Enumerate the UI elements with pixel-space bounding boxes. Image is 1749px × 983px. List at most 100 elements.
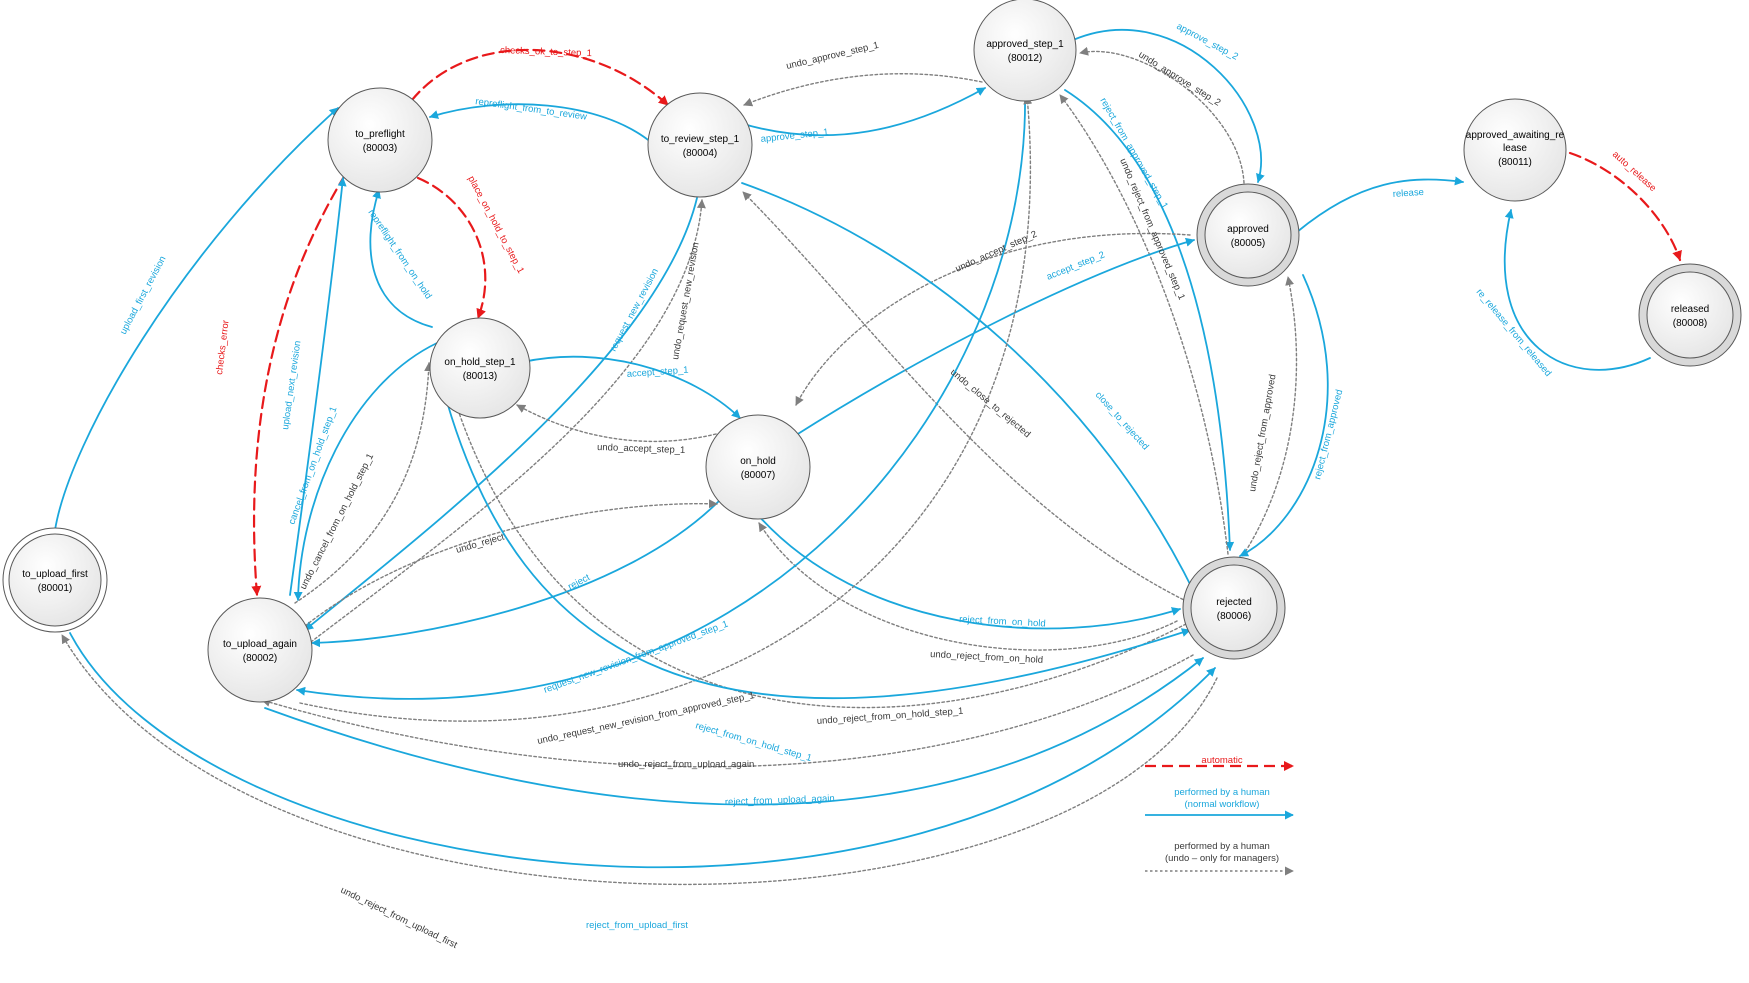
edge-request-new-revision-from-approved-step-1 [296, 93, 1026, 700]
edge-upload-first-revision [54, 107, 339, 531]
state-on-hold-step-1[interactable]: on_hold_step_1 (80013) [429, 317, 531, 419]
label-place-on-hold-to-step-1: place_on_hold_to_step_1 [465, 174, 526, 275]
state-code: (80013) [463, 371, 497, 382]
state-approved-awaiting-release[interactable]: approved_awaiting_re lease (80011) [1463, 98, 1567, 202]
state-code: (80002) [243, 653, 277, 664]
edge-reject-from-on-hold [756, 513, 1181, 630]
label-repreflight-from-to-review: repreflight_from_to_review [475, 96, 588, 123]
edge-undo-reject-from-on-hold-step-1 [451, 394, 1187, 709]
edge-undo-request-new-revision [306, 199, 706, 646]
legend: automatic performed by a human (normal w… [1145, 755, 1294, 876]
state-name: to_review_step_1 [661, 134, 740, 145]
state-name: to_preflight [355, 129, 405, 140]
label-reject-from-upload-first: reject_from_upload_first [586, 920, 688, 931]
state-name: to_upload_first [22, 569, 88, 580]
legend-undo-label-2: (undo – only for managers) [1165, 853, 1279, 864]
label-reject-from-on-hold-step-1: reject_from_on_hold_step_1 [694, 720, 813, 764]
edge-checks-ok-to-step-1 [410, 48, 670, 107]
label-checks-error: checks_error [214, 320, 232, 376]
legend-undo-label-1: performed by a human [1174, 841, 1270, 852]
state-code: (80011) [1498, 157, 1532, 168]
edge-re-release-from-released [1503, 209, 1651, 371]
label-undo-reject-from-upload-again: undo_reject_from_upload_again [618, 759, 754, 770]
state-name: rejected [1216, 597, 1252, 608]
edge-undo-reject-from-on-hold [758, 522, 1178, 651]
label-undo-reject: undo_reject [455, 532, 506, 556]
label-accept-step-1: accept_step_1 [626, 365, 688, 380]
state-code: (80007) [741, 470, 775, 481]
legend-automatic-label: automatic [1201, 755, 1242, 766]
label-undo-request-new-revision: undo_request_new_revision [670, 242, 701, 361]
state-code: (80004) [683, 148, 717, 159]
state-name: released [1671, 304, 1709, 315]
label-undo-reject-from-upload-first: undo_reject_from_upload_first [339, 885, 459, 951]
edge-accept-step-1 [522, 355, 741, 419]
label-request-new-revision-from-approved-step-1: request_new_revision_from_approved_step_… [542, 619, 729, 696]
label-undo-reject-from-on-hold: undo_reject_from_on_hold [930, 649, 1043, 666]
edge-cancel-from-on-hold-step-1 [293, 342, 438, 601]
state-code: (80006) [1217, 611, 1251, 622]
state-code: (80003) [363, 143, 397, 154]
edge-close-to-rejected [741, 182, 1196, 595]
edge-auto-release [1568, 151, 1682, 262]
edge-undo-approve-step-2 [1079, 46, 1245, 184]
edge-checks-error [251, 173, 347, 597]
state-code: (80001) [38, 583, 72, 594]
state-approved-step-1[interactable]: approved_step_1 (80012) [973, 0, 1077, 102]
edge-undo-accept-step-1 [516, 404, 717, 443]
edge-undo-close-to-rejected [742, 191, 1193, 605]
label-close-to-rejected: close_to_rejected [1093, 390, 1151, 453]
state-name: on_hold_step_1 [444, 357, 516, 368]
state-name-line2: lease [1503, 143, 1527, 154]
edge-reject-from-on-hold-step-1 [446, 401, 1191, 699]
edge-undo-reject-from-upload-first [61, 634, 1218, 886]
edge-reject [311, 499, 721, 648]
label-undo-approve-step-1: undo_approve_step_1 [785, 40, 880, 72]
state-to-upload-first[interactable]: to_upload_first (80001) [2, 527, 108, 633]
state-code: (80012) [1008, 53, 1042, 64]
edge-approve-step-2 [1072, 28, 1265, 183]
state-name: on_hold [740, 456, 776, 467]
state-approved[interactable]: approved (80005) [1196, 183, 1300, 287]
label-release: release [1392, 187, 1424, 200]
state-to-preflight[interactable]: to_preflight (80003) [327, 87, 433, 193]
edge-release [1296, 176, 1464, 233]
label-approve-step-2: approve_step_2 [1175, 21, 1240, 63]
state-released[interactable]: released (80008) [1638, 263, 1742, 367]
label-reject-from-upload-again: reject_from_upload_again [725, 793, 835, 808]
edge-accept-step-2 [792, 237, 1195, 438]
edge-undo-reject [304, 499, 718, 627]
label-auto-release: auto_release [1610, 149, 1658, 194]
label-undo-approve-step-2: undo_approve_step_2 [1136, 49, 1222, 108]
label-reject: reject [566, 572, 592, 593]
state-code: (80005) [1231, 238, 1265, 249]
state-to-upload-again[interactable]: to_upload_again (80002) [207, 597, 313, 703]
edge-repreflight-from-to-review [429, 103, 653, 144]
edge-request-new-revision [304, 197, 698, 631]
state-rejected[interactable]: rejected (80006) [1182, 556, 1286, 660]
state-to-review-step-1[interactable]: to_review_step_1 (80004) [647, 92, 753, 198]
edge-place-on-hold-to-step-1 [416, 176, 487, 320]
label-checks-ok-to-step-1: checks_ok_to_step_1 [500, 45, 592, 59]
label-reject-from-approved: reject_from_approved [1312, 388, 1345, 480]
edge-undo-request-new-revision-from-approved-step-1 [299, 95, 1033, 722]
edge-reject-from-upload-first [69, 632, 1216, 869]
label-undo-reject-from-approved: undo_reject_from_approved [1247, 374, 1278, 493]
state-name: approved [1227, 224, 1269, 235]
edge-reject-from-approved [1239, 274, 1329, 557]
state-name: to_upload_again [223, 639, 297, 650]
state-name: approved_step_1 [986, 39, 1064, 50]
edge-undo-approve-step-1 [743, 73, 983, 107]
edge-undo-cancel-from-on-hold-step-1 [294, 362, 434, 604]
state-on-hold[interactable]: on_hold (80007) [705, 414, 811, 520]
edge-reject-from-upload-again [264, 657, 1204, 806]
label-accept-step-2: accept_step_2 [1045, 249, 1106, 282]
state-name: approved_awaiting_re [1466, 130, 1565, 141]
edge-repreflight-from-on-hold [369, 189, 433, 328]
label-re-release-from-released: re_release_from_released [1474, 287, 1554, 379]
label-repreflight-from-on-hold: repreflight_from_on_hold [366, 208, 434, 302]
label-undo-accept-step-1: undo_accept_step_1 [597, 442, 686, 456]
edge-undo-reject-from-upload-again [261, 654, 1194, 768]
state-code: (80008) [1673, 318, 1707, 329]
